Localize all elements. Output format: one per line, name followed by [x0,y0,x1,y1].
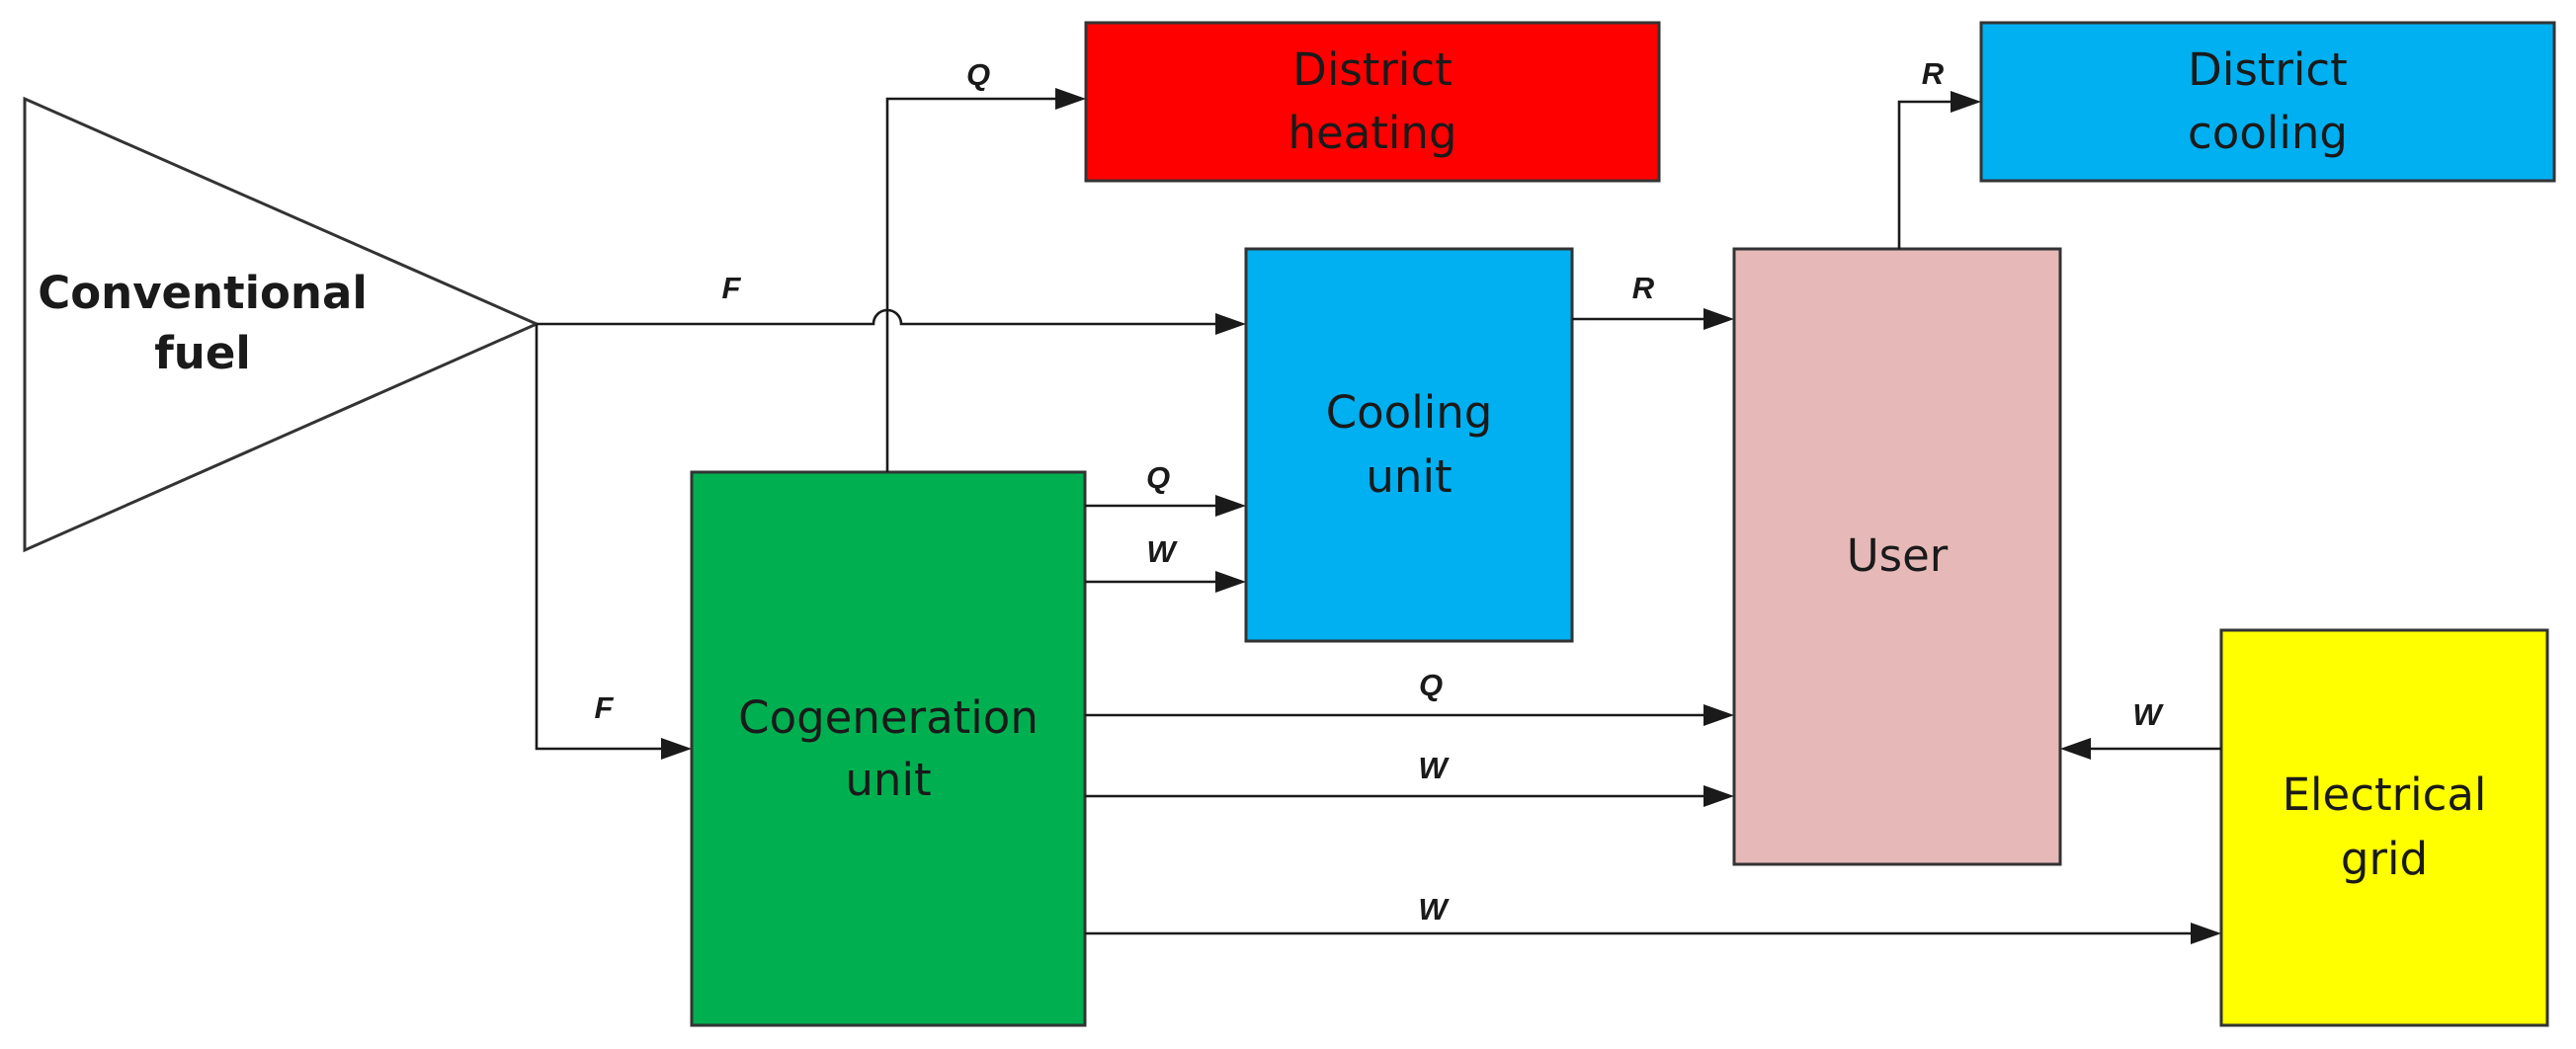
flow-label-fuel-to-cogeneration: F [595,690,615,725]
cogeneration-unit-label-line2: unit [845,754,931,806]
user-block [1732,247,2062,866]
conventional-fuel-label-line2: fuel [154,327,251,379]
flow-label-power-to-user: W [1418,751,1450,785]
flow-label-power-from-grid: W [2132,697,2164,732]
electrical-grid-label-line2: grid [2341,833,2428,885]
flow-fuel-to-cooling-unit [537,308,1246,335]
flow-label-heat-to-cooling-unit: Q [1146,460,1170,495]
district-cooling-block [1979,21,2556,183]
flow-cogeneration-to-electrical-grid [1085,923,2221,944]
district-heating-block [1084,21,1661,183]
flow-user-to-district-cooling [1897,91,1981,249]
flow-label-power-to-cooling-unit: W [1146,534,1178,569]
conventional-fuel-block [23,96,540,553]
user-label: User [1847,529,1949,582]
flow-cogeneration-to-user-heat [1085,704,1734,726]
district-cooling-label-line1: District [2188,43,2348,96]
flow-label-cold-to-user: R [1632,271,1655,305]
cogeneration-unit-label-line1: Cogeneration [738,691,1039,744]
cooling-unit-label-line1: Cooling [1326,386,1493,439]
district-heating-label-line2: heating [1288,107,1456,159]
flow-label-cold-to-district-cooling: R [1922,56,1945,91]
flow-cooling-unit-to-user [1572,308,1734,330]
cooling-unit-label-line2: unit [1366,450,1452,503]
district-heating-label-line1: District [1292,43,1453,96]
flow-label-heat-to-district-heating: Q [966,57,990,92]
flow-cogeneration-to-cooling-heat [1085,495,1246,517]
electrical-grid-label-line1: Electrical [2283,768,2487,821]
flow-label-heat-to-user: Q [1419,668,1443,702]
cogeneration-unit-block [690,470,1087,1027]
flow-cogeneration-to-user-power [1085,785,1734,807]
district-cooling-label-line2: cooling [2188,107,2348,159]
flow-cogeneration-to-district-heating [885,88,1086,472]
flow-label-power-to-grid: W [1418,892,1450,927]
cooling-unit-block [1244,247,1574,643]
flow-fuel-to-cogeneration [535,324,692,760]
flow-electrical-grid-to-user [2060,738,2221,760]
conventional-fuel-label-line1: Conventional [38,267,368,319]
electrical-grid-block [2219,628,2549,1027]
flow-cogeneration-to-cooling-power [1085,571,1246,593]
flow-label-fuel-to-cooling: F [722,271,742,305]
